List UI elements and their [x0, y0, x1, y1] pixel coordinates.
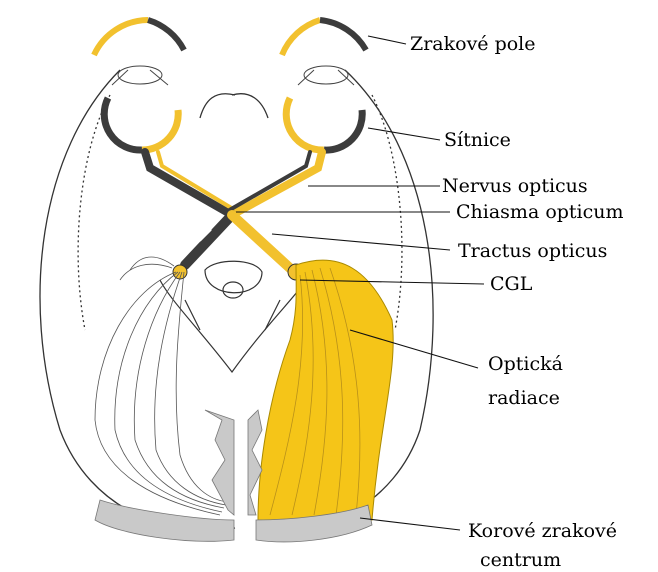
label-opticka: Optická [488, 353, 563, 375]
lens-shapes [112, 66, 354, 85]
label-centrum: centrum [480, 549, 561, 571]
optic-radiation-left [95, 257, 228, 515]
optic-radiation-right [258, 260, 393, 520]
label-korove-zrakove: Korové zrakové [468, 520, 617, 542]
label-tractus-opticus: Tractus opticus [458, 240, 607, 262]
right-retina [286, 98, 362, 150]
label-radiace: radiace [488, 387, 560, 409]
left-retina [104, 98, 178, 150]
label-cgl: CGL [490, 273, 533, 295]
label-nervus-opticus: Nervus opticus [442, 175, 588, 197]
label-zrakove-pole: Zrakové pole [410, 33, 536, 55]
visual-field-right [282, 20, 366, 55]
labels: Zrakové pole Sítnice Nervus opticus Chia… [410, 33, 624, 571]
optic-nerves [145, 152, 322, 215]
label-chiasma-opticum: Chiasma opticum [456, 201, 624, 223]
visual-field-left [94, 20, 184, 55]
label-sitnice: Sítnice [444, 129, 511, 151]
